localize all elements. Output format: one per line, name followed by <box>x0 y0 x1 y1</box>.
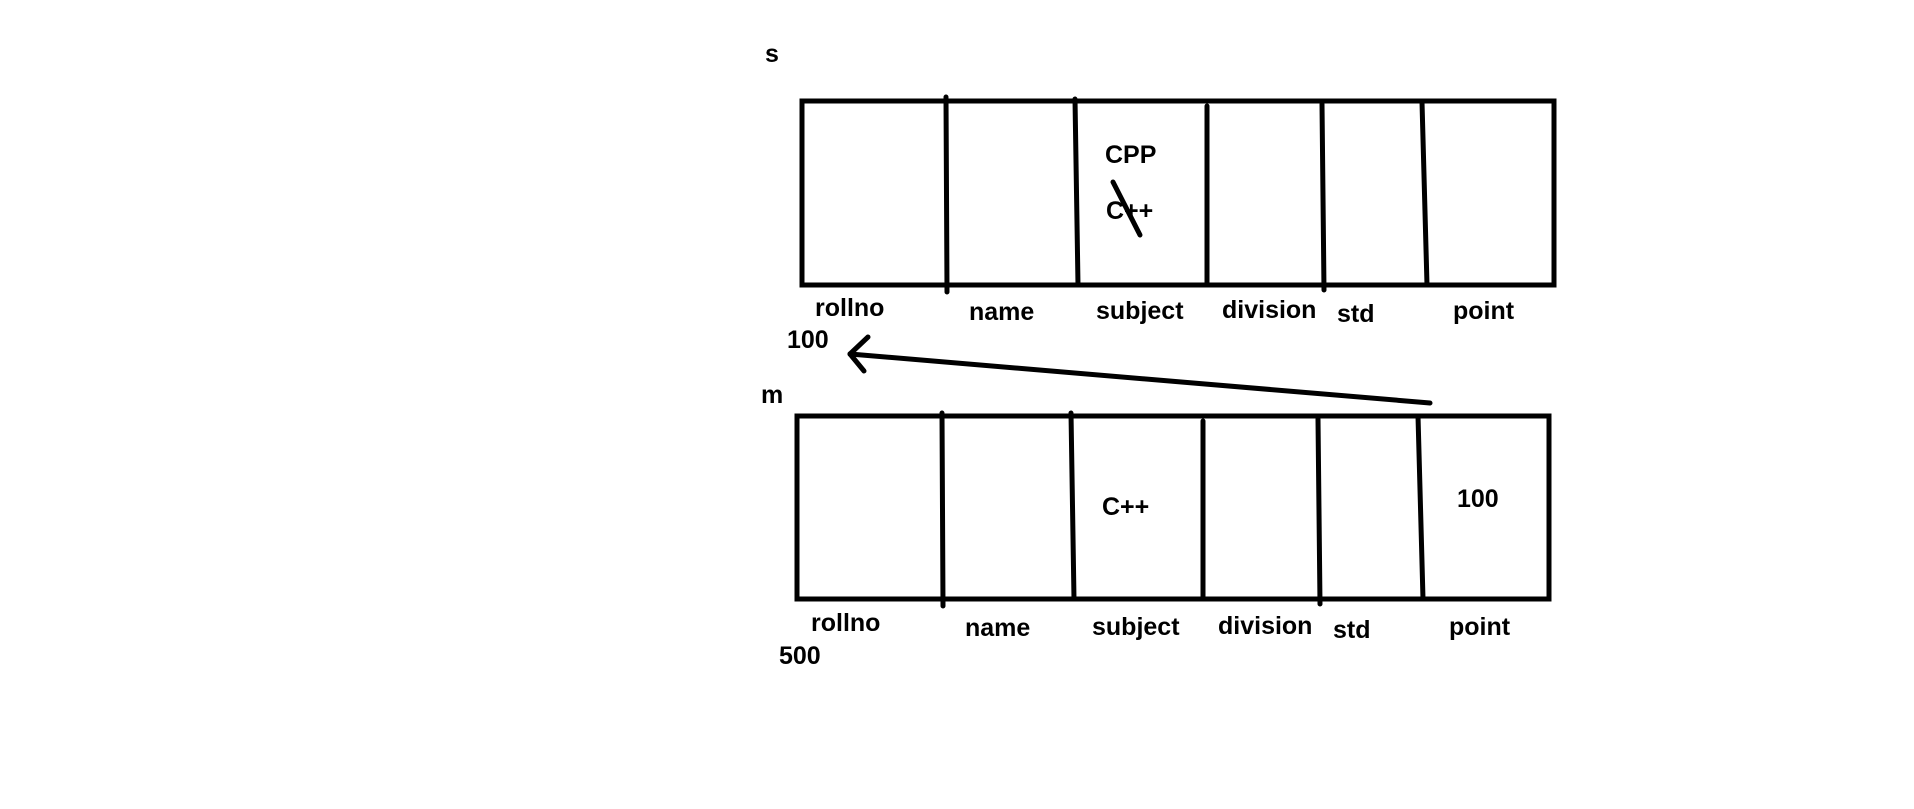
object-m-divider <box>939 410 946 609</box>
object-s-divider <box>943 94 950 295</box>
object-s-name: s <box>765 40 779 68</box>
object-m-name: m <box>761 381 783 409</box>
object-s-field-label: std <box>1337 300 1375 328</box>
object-m-subject-value: C++ <box>1102 493 1149 521</box>
reference-arrow <box>847 334 1433 406</box>
object-m-field-label: subject <box>1092 613 1180 641</box>
object-m-divider <box>1415 413 1426 602</box>
object-s-field-label: division <box>1222 296 1316 324</box>
object-s-address: 100 <box>787 326 829 354</box>
object-m-field-label: name <box>965 614 1030 642</box>
object-m-address: 500 <box>779 642 821 670</box>
object-m-divider <box>1068 410 1077 602</box>
object-s-field-label: point <box>1453 297 1515 325</box>
object-s-field-label: rollno <box>815 294 884 322</box>
object-m-field-label: rollno <box>811 609 880 637</box>
object-s-field-label: subject <box>1096 297 1184 325</box>
object-s-divider <box>1072 96 1081 288</box>
object-m-field-label: division <box>1218 612 1312 640</box>
object-m-point-value: 100 <box>1457 485 1499 513</box>
object-m-divider <box>1315 416 1323 607</box>
strikethrough-mark <box>1110 179 1143 238</box>
object-s-field-label: name <box>969 298 1034 326</box>
object-m-field-label: point <box>1449 613 1511 641</box>
object-m-box <box>794 410 1552 609</box>
object-s-divider <box>1419 99 1430 288</box>
object-m-field-label: std <box>1333 616 1371 644</box>
object-s-divider <box>1319 101 1327 293</box>
object-s-subject-old-value: CPP <box>1105 141 1156 169</box>
object-s-box <box>799 94 1557 295</box>
